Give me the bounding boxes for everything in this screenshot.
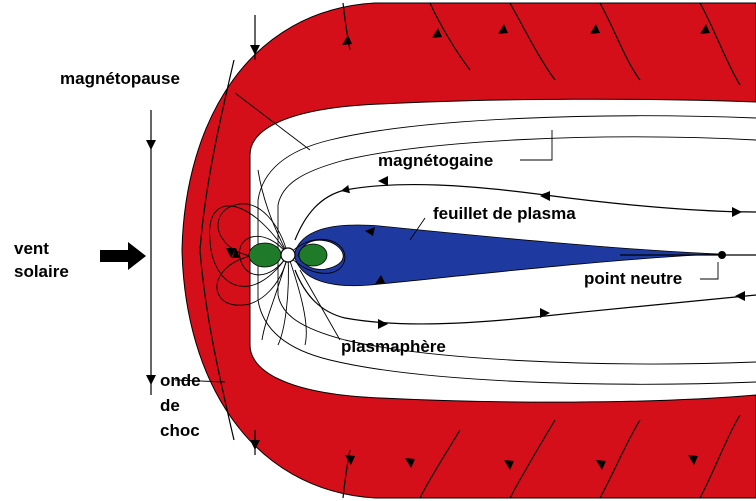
solar-wind-arrow-icon [100, 242, 146, 270]
arrow-head [378, 176, 388, 186]
label-plasmasphere: plasmaphère [341, 337, 446, 356]
cusp-line-2 [262, 255, 288, 340]
shock-arrow-down [146, 375, 156, 385]
leader-magnetogaine [520, 130, 552, 160]
label-magnetopause: magnétopause [60, 69, 180, 88]
label-choc: choc [160, 421, 200, 440]
arrow-head [735, 291, 745, 301]
label-vent: vent [14, 239, 49, 258]
label-onde: onde [160, 371, 201, 390]
label-point-neutre: point neutre [584, 269, 682, 288]
label-solaire: solaire [14, 262, 69, 281]
plasmasphere-lobe-right [299, 244, 327, 266]
leader-point-neutre [700, 262, 718, 279]
arrow-head [732, 207, 742, 217]
shock-arrow-down [146, 140, 156, 150]
arrow-head [540, 191, 550, 201]
label-magnetogaine: magnétogaine [378, 151, 493, 170]
label-feuillet-de-plasma: feuillet de plasma [433, 204, 576, 223]
plasmasphere-lobe-left [249, 243, 281, 267]
earth-icon [281, 248, 295, 262]
arrow-head [378, 319, 388, 329]
label-de: de [160, 396, 180, 415]
neutral-point-dot [718, 251, 726, 259]
